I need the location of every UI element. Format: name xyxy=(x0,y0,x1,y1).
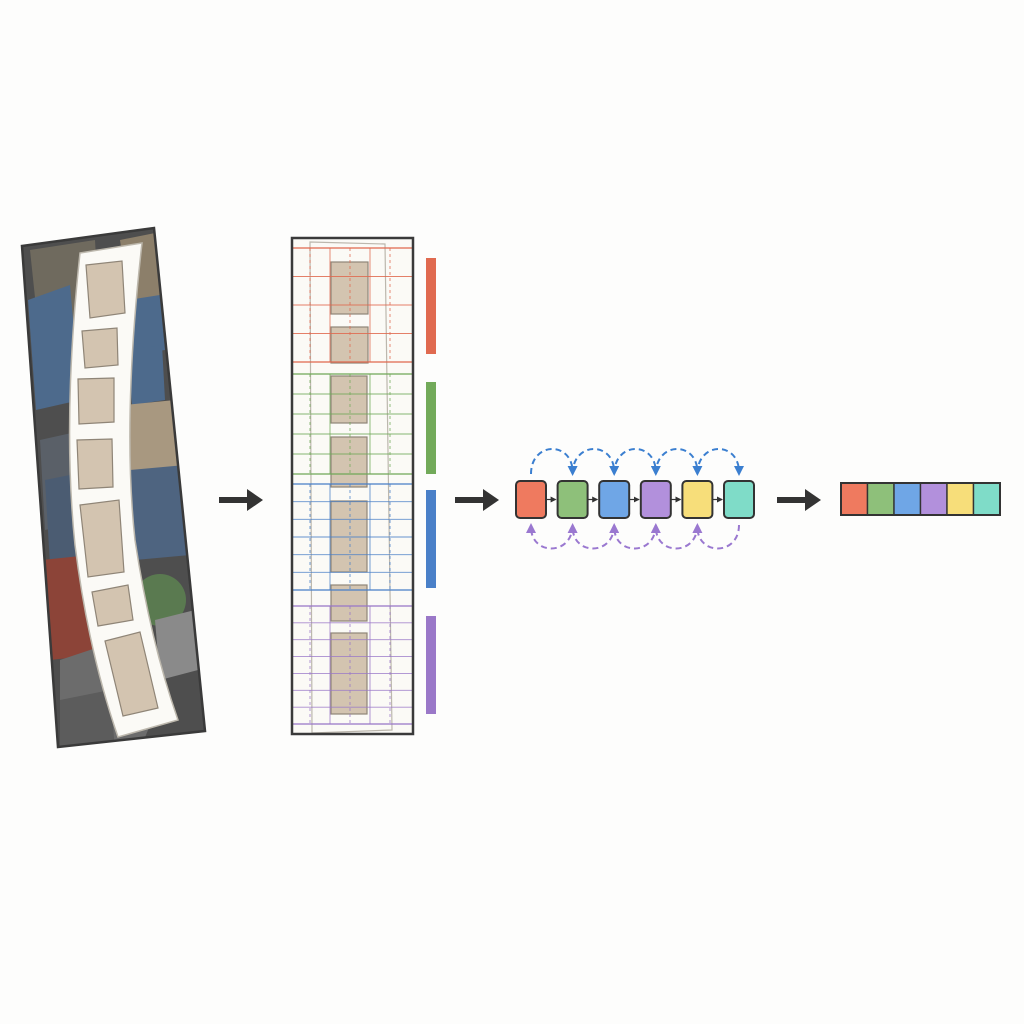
token-2 xyxy=(556,480,589,519)
backward-attention-arc xyxy=(567,523,616,550)
rectified-strip xyxy=(290,236,436,736)
output-token-6 xyxy=(972,482,1001,516)
forward-attention-arc xyxy=(613,448,661,476)
token-6 xyxy=(723,480,755,519)
token-5 xyxy=(681,480,714,519)
segment-1-bar xyxy=(426,258,436,354)
token-boxes xyxy=(515,480,755,519)
output-token-3 xyxy=(893,482,922,516)
forward-attention-arc xyxy=(530,448,578,476)
token-4 xyxy=(639,480,672,519)
token-1 xyxy=(515,480,547,519)
right-arrow-icon xyxy=(777,489,821,511)
backward-attention-arc xyxy=(692,523,740,550)
backward-attention-arc xyxy=(609,523,657,550)
backward-attention-arc xyxy=(650,523,699,550)
forward-attention-arc xyxy=(654,448,703,476)
backward-attention-arcs xyxy=(526,523,740,550)
output-token-5 xyxy=(946,482,975,516)
forward-attention-arcs xyxy=(530,448,744,476)
photo-frame xyxy=(20,226,207,749)
output-token-2 xyxy=(866,482,895,516)
output-frame xyxy=(840,482,1001,516)
forward-attention-arc xyxy=(571,448,620,476)
segment-bars xyxy=(426,258,436,714)
segment-3-bar xyxy=(426,490,436,588)
segment-4-bar xyxy=(426,616,436,714)
token-3 xyxy=(598,480,631,519)
input-image xyxy=(20,226,207,749)
output-token-1 xyxy=(840,482,869,516)
backward-attention-arc xyxy=(526,523,574,550)
segment-2-bar xyxy=(426,382,436,474)
output-token-4 xyxy=(919,482,948,516)
output-sequence xyxy=(840,482,1001,516)
rectified-frame xyxy=(290,236,415,736)
warped-outline xyxy=(309,241,393,734)
strip-characters xyxy=(76,260,159,717)
right-arrow-icon xyxy=(455,489,499,511)
forward-attention-arc xyxy=(696,448,744,476)
token-sequence xyxy=(515,448,755,550)
right-arrow-icon xyxy=(219,489,263,511)
output-cells xyxy=(840,482,1001,516)
